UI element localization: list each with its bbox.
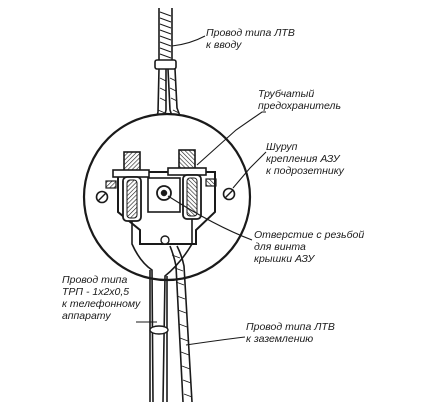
label-line: к вводу [206, 39, 242, 51]
label-ltv-input: Провод типа ЛТВ к вводу [206, 27, 295, 51]
label-line: крепления АЗУ [266, 153, 341, 165]
label-trp-wire: Провод типа ТРП - 1х2х0,5 к телефонному … [62, 274, 141, 322]
leader-lines [136, 35, 267, 346]
mounting-screw-left [95, 190, 109, 204]
label-line: крышки АЗУ [254, 253, 315, 265]
fuse-block [105, 149, 217, 245]
label-line: Провод типа [62, 274, 127, 286]
label-line: к подрозетнику [266, 165, 345, 177]
label-line: ТРП - 1х2х0,5 [62, 286, 129, 298]
ground-terminal-screw [160, 235, 170, 245]
leader-hole [167, 195, 253, 241]
leader-fuse [196, 111, 266, 166]
label-line: Провод типа ЛТВ [206, 27, 295, 39]
cable-clamp [154, 59, 177, 70]
label-fuse: Трубчатый предохранитель [258, 88, 341, 112]
terminal-clamp-left [123, 151, 141, 173]
label-line: к заземлению [246, 333, 313, 345]
label-line: аппарату [62, 310, 111, 322]
label-line: Шуруп [266, 141, 298, 153]
leader-ltv-ground [185, 336, 246, 346]
label-line: Трубчатый [258, 88, 314, 100]
leader-screw [232, 151, 267, 189]
leader-ltv-input [171, 35, 206, 47]
label-hole: Отверстие с резьбой для винта крышки АЗУ [254, 229, 364, 265]
lower-wiring [131, 219, 193, 403]
label-line: для винта [254, 241, 306, 253]
label-line: Отверстие с резьбой [254, 229, 364, 241]
label-screw: Шуруп крепления АЗУ к подрозетнику [266, 141, 345, 177]
label-ltv-ground: Провод типа ЛТВ к заземлению [246, 321, 335, 345]
label-line: к телефонному [62, 298, 141, 310]
mounting-screw-right [222, 187, 236, 201]
label-line: предохранитель [258, 100, 341, 112]
label-line: Провод типа ЛТВ [246, 321, 335, 333]
